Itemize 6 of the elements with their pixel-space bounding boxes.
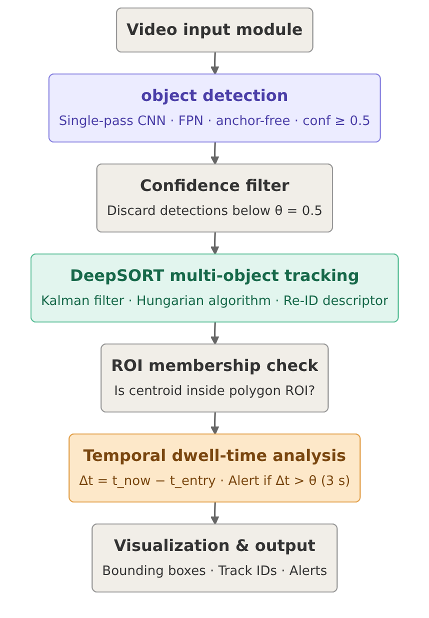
arrow	[210, 412, 220, 435]
arrow	[210, 502, 220, 525]
arrow	[210, 52, 220, 75]
arrow	[210, 232, 220, 255]
arrow	[210, 322, 220, 345]
arrow	[210, 142, 220, 165]
